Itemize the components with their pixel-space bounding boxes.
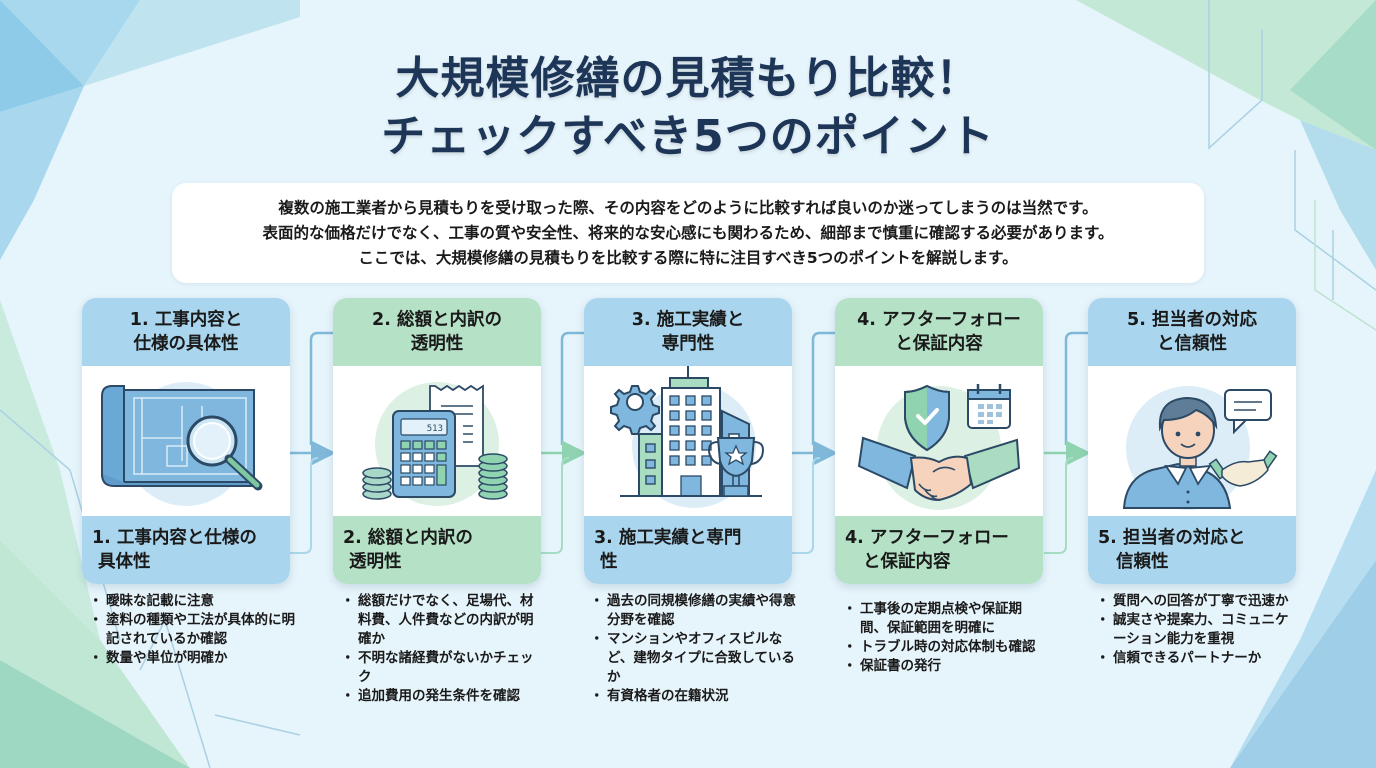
bullet-item: 総額だけでなく、足場代、材料費、人件費などの内訳が明確か xyxy=(341,592,544,649)
point-1-bullets: 曖昧な記載に注意 塗料の種類や工法が具体的に明記されているか確認 数量や単位が明… xyxy=(89,592,307,668)
card-footer-line: 4. アフターフォロー xyxy=(845,528,1009,548)
intro-line-1: 複数の施工業者から見積もりを受け取った際、その内容をどのように比較すれば良いのか… xyxy=(278,198,1098,217)
card-footer: 4. アフターフォローと保証内容 xyxy=(835,516,1043,584)
bullet-item: 信頼できるパートナーか xyxy=(1096,649,1299,668)
bullet-item: 不明な諸経費がないかチェック xyxy=(341,649,544,687)
card-footer: 2. 総額と内訳の透明性 xyxy=(333,516,541,584)
bullet-item: トラブル時の対応体制も確認 xyxy=(843,638,1046,657)
card-footer-line: 1. 工事内容と仕様の xyxy=(92,528,257,548)
card-header-line: 1. 工事内容と xyxy=(129,310,243,330)
card-footer-line: 性 xyxy=(600,552,618,572)
point-2-bullets: 総額だけでなく、足場代、材料費、人件費などの内訳が明確か 不明な諸経費がないかチ… xyxy=(341,592,544,706)
bullet-item: 誠実さや提案力、コミュニケーション能力を重視 xyxy=(1096,611,1299,649)
card-header-line: 専門性 xyxy=(661,334,715,354)
connector-4-5 xyxy=(1044,331,1091,554)
bullet-item: 保証書の発行 xyxy=(843,657,1046,676)
card-footer-line: 透明性 xyxy=(349,552,402,572)
bullet-item: 追加費用の発生条件を確認 xyxy=(341,687,544,706)
card-header-line: 仕様の具体性 xyxy=(133,334,239,354)
bullet-item: マンションやオフィスビルなど、建物タイプに合致しているか xyxy=(590,630,798,687)
intro-line-2: 表面的な価格だけでなく、工事の質や安全性、将来的な安心感にも関わるため、細部まで… xyxy=(262,223,1114,242)
page-title: 大規模修繕の見積もり比較！ チェックすべき5つのポイント xyxy=(0,50,1376,166)
connector-2-3 xyxy=(541,331,587,554)
point-3-bullets: 過去の同規模修繕の実績や得意分野を確認 マンションやオフィスビルなど、建物タイプ… xyxy=(590,592,798,706)
point-5-bullets: 質問への回答が丁寧で迅速か 誠実さや提案力、コミュニケーション能力を重視 信頼で… xyxy=(1096,592,1299,668)
calculator-receipt-coins-icon: 513 xyxy=(362,382,508,506)
point-4-bullets: 工事後の定期点検や保証期間、保証範囲を明確に トラブル時の対応体制も確認 保証書… xyxy=(843,600,1046,676)
card-header: 5. 担当者の対応と信頼性 xyxy=(1088,298,1296,366)
bullet-item: 有資格者の在籍状況 xyxy=(590,687,798,706)
intro-line-3: ここでは、大規模修繕の見積もりを比較する際に特に注目すべき5つのポイントを解説し… xyxy=(358,248,1018,267)
card-header-line: 5. 担当者の対応 xyxy=(1127,310,1257,330)
person-speech-handshake-icon xyxy=(1122,386,1278,510)
connector-1-2 xyxy=(290,331,336,554)
point-card-4: 4. アフターフォローと保証内容 4. アフターフォローと保証内容 xyxy=(835,298,1043,584)
card-footer: 1. 工事内容と仕様の具体性 xyxy=(82,516,290,584)
title-line-1: 大規模修繕の見積もり比較！ xyxy=(395,53,981,104)
card-footer-line: 3. 施工実績と専門 xyxy=(594,528,742,548)
point-card-5: 5. 担当者の対応と信頼性 5. 担当者の対応と信頼性 xyxy=(1088,298,1296,584)
bullet-item: 数量や単位が明確か xyxy=(89,649,307,668)
blueprint-magnifier-icon xyxy=(101,382,263,506)
title-line-2: チェックすべき5つのポイント xyxy=(381,111,995,162)
card-header-line: 3. 施工実績と xyxy=(631,310,745,330)
intro-box: 複数の施工業者から見積もりを受け取った際、その内容をどのように比較すれば良いのか… xyxy=(172,183,1204,283)
card-footer-line: 信頼性 xyxy=(1116,552,1169,572)
bullet-item: 過去の同規模修繕の実績や得意分野を確認 xyxy=(590,592,798,630)
point-card-3: 3. 施工実績と専門性 3. 施工実績と専門性 xyxy=(584,298,792,584)
bullet-item: 曖昧な記載に注意 xyxy=(89,592,307,611)
card-header: 3. 施工実績と専門性 xyxy=(584,298,792,366)
card-footer-line: と保証内容 xyxy=(863,552,951,572)
point-card-1: 1. 工事内容と仕様の具体性 1. 工事内容と仕様の具体性 xyxy=(82,298,290,584)
card-header-line: と信頼性 xyxy=(1156,334,1227,354)
card-header-line: 2. 総額と内訳の xyxy=(372,310,502,330)
calculator-display: 513 xyxy=(427,424,443,434)
card-header-line: 4. アフターフォロー xyxy=(857,310,1021,330)
card-header: 1. 工事内容と仕様の具体性 xyxy=(82,298,290,366)
bullet-item: 質問への回答が丁寧で迅速か xyxy=(1096,592,1299,611)
card-header-line: と保証内容 xyxy=(895,334,983,354)
card-footer: 3. 施工実績と専門性 xyxy=(584,516,792,584)
card-footer-line: 具体性 xyxy=(98,552,151,572)
card-footer-line: 2. 総額と内訳の xyxy=(343,528,473,548)
card-footer: 5. 担当者の対応と信頼性 xyxy=(1088,516,1296,584)
card-footer-line: 5. 担当者の対応と xyxy=(1098,528,1246,548)
card-header: 2. 総額と内訳の透明性 xyxy=(333,298,541,366)
connector-3-4 xyxy=(792,331,838,554)
bullet-item: 工事後の定期点検や保証期間、保証範囲を明確に xyxy=(843,600,1046,638)
card-header-line: 透明性 xyxy=(410,334,464,354)
bullet-item: 塗料の種類や工法が具体的に明記されているか確認 xyxy=(89,611,307,649)
handshake-shield-calendar-icon xyxy=(857,384,1021,510)
building-gear-trophy-icon xyxy=(610,366,764,508)
point-card-2: 2. 総額と内訳の透明性 513 2. 総額と内訳の透明性 xyxy=(333,298,541,584)
card-header: 4. アフターフォローと保証内容 xyxy=(835,298,1043,366)
